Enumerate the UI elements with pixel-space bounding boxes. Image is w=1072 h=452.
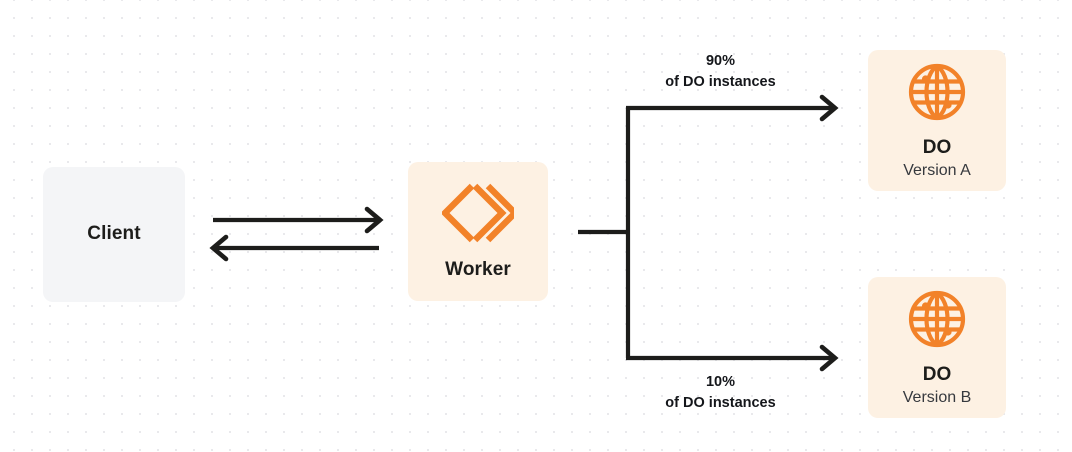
edge-label-do-a: 90% of DO instances [613, 51, 828, 92]
node-client-title: Client [87, 223, 141, 245]
node-client[interactable]: Client [43, 167, 185, 302]
globe-icon [906, 61, 968, 123]
node-do-version-a-title: DO [922, 137, 952, 159]
arrow-worker-to-do-b [626, 344, 839, 372]
node-do-version-b[interactable]: DO Version B [868, 277, 1006, 418]
edge-label-do-b-description: of DO instances [665, 394, 776, 411]
branch-trunk [578, 108, 631, 358]
edge-label-do-b-percent: 10% [705, 374, 736, 390]
edge-label-do-a-percent: 90% [705, 53, 736, 69]
arrow-client-to-worker [213, 206, 384, 234]
node-do-version-b-title: DO [922, 364, 952, 386]
node-worker[interactable]: Worker [408, 162, 548, 301]
node-do-version-b-subtitle: Version B [902, 389, 972, 407]
arrow-worker-to-do-a [626, 94, 839, 122]
arrow-worker-to-client [209, 234, 379, 262]
edge-label-do-b: 10% of DO instances [613, 372, 828, 413]
node-worker-title: Worker [445, 259, 511, 281]
edge-label-do-a-description: of DO instances [665, 73, 776, 90]
cloudflare-workers-icon [440, 182, 520, 244]
node-do-version-a[interactable]: DO Version A [868, 50, 1006, 191]
node-do-version-a-subtitle: Version A [903, 162, 971, 180]
globe-icon [906, 288, 968, 350]
